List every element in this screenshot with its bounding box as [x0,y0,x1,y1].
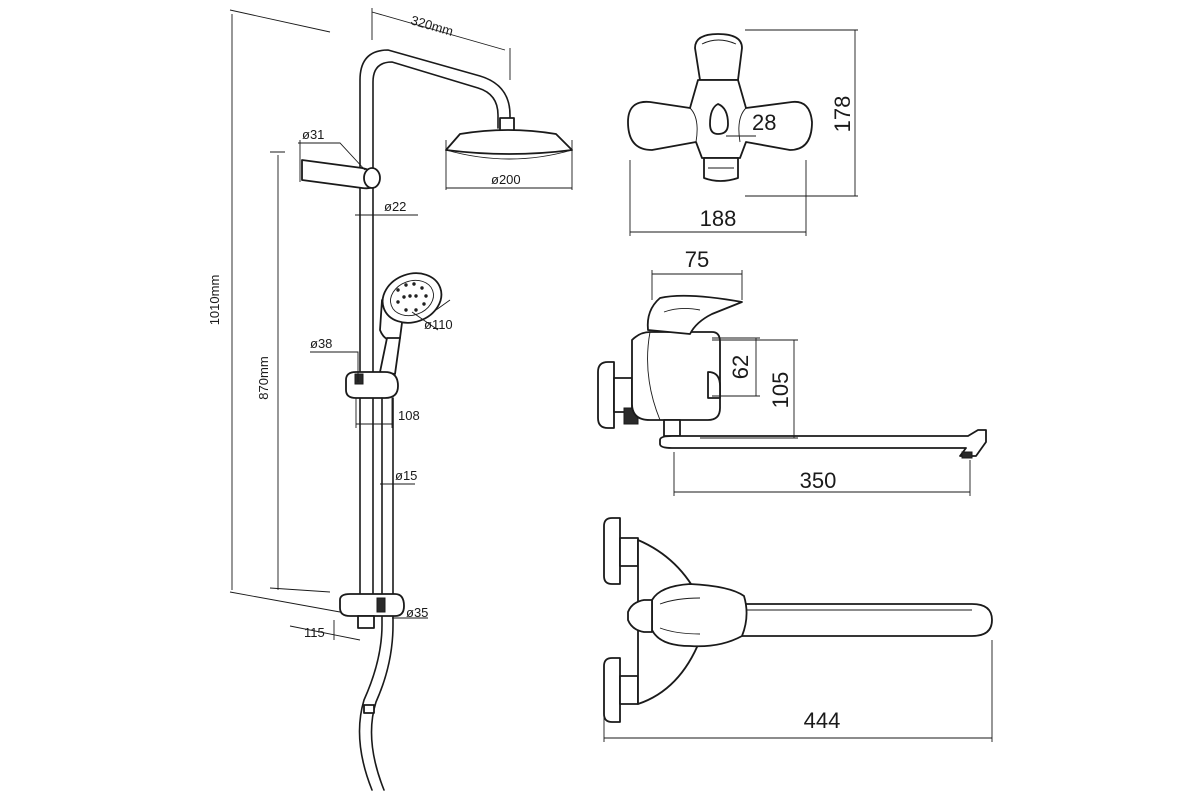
side-body-height-label: 105 [768,372,793,409]
head-diameter-label: ø200 [491,172,521,187]
total-height-label: 1010mm [207,275,222,326]
mixer-lever-side [646,294,743,335]
bracket-diameter-label: ø31 [302,127,324,142]
spout-top [699,603,993,637]
mixer-handle-top [694,33,743,81]
lower-bracket-diameter-label: ø35 [406,605,428,620]
slide-height-label: 870mm [256,356,271,399]
hand-shower [379,272,443,375]
top-length-label: 444 [804,708,841,733]
mixer-lever-top [651,583,748,648]
front-handle-width-label: 28 [752,110,776,135]
mixer-body-side [631,331,721,421]
shower-set-view: 320mm ø31 ø200 ø22 1010mm ø110 ø38 108 8… [207,8,573,791]
front-width-label: 188 [700,206,737,231]
hand-shower-diameter-label: ø110 [424,317,453,332]
side-knob [707,371,721,399]
mixer-outlet-front [703,157,739,182]
wall-offset-label: 115 [304,625,325,640]
wall-flange-side [597,361,615,429]
lower-wall-bracket [339,593,405,617]
hose-diameter-label: ø15 [395,468,417,483]
riser-pipe [359,184,374,626]
front-height-label: 178 [830,96,855,133]
side-spout-reach-label: 350 [800,468,837,493]
mixer-side-view: 75 62 105 350 [597,247,987,496]
mixer-lever-front [709,103,729,135]
mixer-front-view: 178 28 188 [627,29,858,236]
lower-flange-top [603,657,621,723]
pipe-diameter-label: ø22 [384,199,406,214]
shower-arm [359,49,511,186]
mixer-top-view: 444 [603,517,993,742]
arm-reach-label: 320mm [409,12,455,38]
holder-diameter-label: ø38 [310,336,332,351]
rain-shower-head [445,129,573,155]
side-outlet-height-label: 62 [728,355,753,379]
sliding-holder [345,371,399,399]
shower-hose [358,397,383,791]
holder-depth-label: 108 [398,408,420,423]
spout-side [659,429,987,457]
upper-flange-top [603,517,621,585]
side-lever-depth-label: 75 [685,247,709,272]
